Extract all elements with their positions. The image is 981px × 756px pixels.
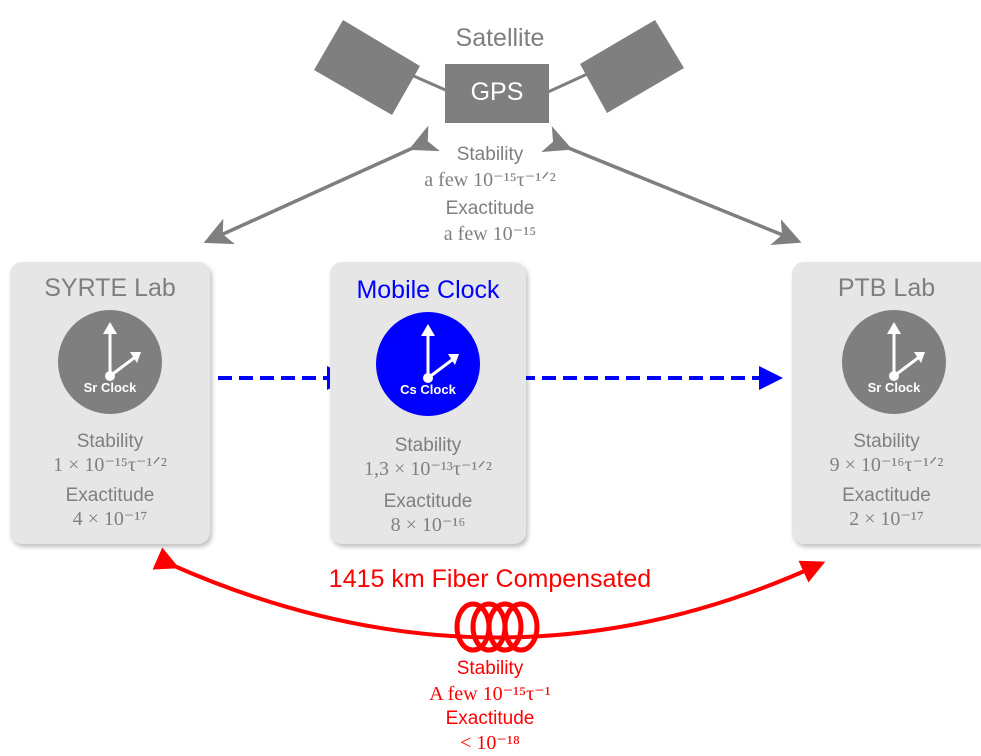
satellite-label: Satellite [455,24,545,52]
fiber-title: 1415 km Fiber Compensated [328,565,652,593]
left-solar-panel [314,20,420,115]
clock-label: Sr Clock [867,380,921,395]
gps-syrte-arrow [203,125,440,245]
gps-stability-value: a few 10⁻¹⁵τ⁻¹ᐟ² [424,169,556,191]
ptb-lab-panel: PTB Lab Sr Clock Stability 9 × 10⁻¹⁶τ⁻¹ᐟ… [792,262,981,544]
panel-title: PTB Lab [837,274,936,302]
exactitude-label: Exactitude [842,485,931,506]
fiber-stability-value: A few 10⁻¹⁵τ⁻¹ [429,683,551,705]
fiber-stability-label: Stability [456,658,524,679]
right-solar-panel [580,20,684,113]
gps-exactitude-label: Exactitude [445,198,535,219]
clock-icon: Cs Clock [376,312,480,416]
gps-label: GPS [470,78,524,106]
exactitude-value: 2 × 10⁻¹⁷ [849,508,924,530]
exactitude-value: 8 × 10⁻¹⁶ [390,514,466,536]
mobile-clock-panel: Mobile Clock Cs Clock Stability 1,3 × 10… [330,262,526,544]
stability-label: Stability [394,435,462,456]
exactitude-value: 4 × 10⁻¹⁷ [72,508,148,530]
clock-label: Sr Clock [83,380,137,395]
fiber-arc [152,547,826,640]
gps-stability-label: Stability [456,144,524,165]
clock-icon: Sr Clock [58,310,162,414]
panel-title: Mobile Clock [356,276,500,304]
syrte-lab-panel: SYRTE Lab Sr Clock Stability 1 × 10⁻¹⁵τ⁻… [10,262,210,544]
exactitude-label: Exactitude [65,485,155,506]
panel-title: SYRTE Lab [44,274,176,302]
clock-icon: Sr Clock [842,310,946,414]
fiber-exactitude-label: Exactitude [445,708,535,729]
stability-value: 1,3 × 10⁻¹³τ⁻¹ᐟ² [364,458,492,480]
stability-value: 1 × 10⁻¹⁵τ⁻¹ᐟ² [53,454,167,476]
gps-body [445,64,549,123]
stability-value: 9 × 10⁻¹⁶τ⁻¹ᐟ² [829,454,944,476]
fiber-exactitude-value: < 10⁻¹⁸ [460,732,520,754]
stability-label: Stability [853,431,920,452]
stability-label: Stability [76,431,144,452]
exactitude-label: Exactitude [383,491,473,512]
gps-ptb-arrow [541,126,802,246]
gps-exactitude-value: a few 10⁻¹⁵ [443,223,537,245]
satellite-icon [314,20,684,123]
clock-label: Cs Clock [400,382,456,397]
fiber-coil-icon [454,601,540,653]
